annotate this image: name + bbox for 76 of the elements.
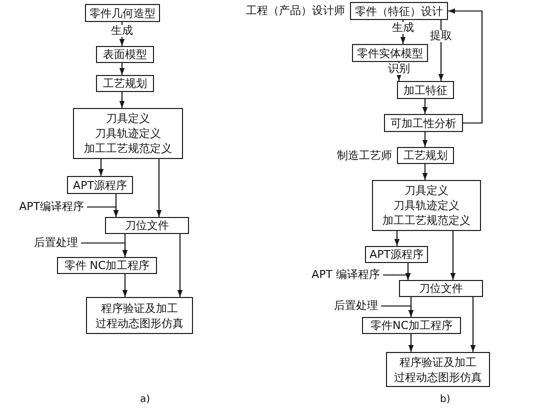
arrow	[156, 159, 162, 217]
step-text: 程序验证及加工	[101, 302, 178, 314]
step-text: 程序验证及加工	[400, 356, 476, 368]
arrow	[422, 164, 428, 180]
arrow	[119, 22, 125, 46]
process-box	[73, 108, 183, 159]
step-text: 刀具定义	[106, 112, 150, 125]
process-box	[96, 46, 154, 63]
edge-label: 生成	[110, 25, 134, 37]
step-text: 加工工艺规范定义	[382, 214, 470, 227]
process-box	[67, 176, 133, 194]
step-text: 可加工性分析	[390, 116, 456, 130]
arrow	[408, 334, 414, 352]
arrow	[122, 274, 128, 297]
process-box	[350, 2, 448, 20]
edge-label: 识别	[387, 63, 411, 75]
role-label: 工程（产品）设计师	[246, 4, 345, 18]
step-text: 刀位文件	[419, 282, 463, 295]
arrow	[119, 63, 125, 75]
step-text: 零件实体模型	[357, 46, 423, 60]
step-text: 过程动态图形仿真	[394, 370, 482, 384]
arrow	[81, 242, 128, 257]
process-box	[85, 4, 160, 22]
arrow	[383, 273, 411, 280]
arrow	[177, 234, 183, 297]
input-label: APT 编译程序	[312, 268, 380, 282]
step-text: 工艺规划	[103, 77, 147, 90]
process-box	[96, 75, 154, 92]
arrow	[396, 62, 402, 81]
input-label: 后置处理	[34, 236, 78, 250]
process-box	[57, 257, 157, 274]
arrow	[448, 8, 483, 124]
process-box	[397, 147, 454, 164]
arrow	[98, 159, 104, 176]
process-box	[86, 297, 193, 334]
step-text: 刀位文件	[125, 219, 169, 232]
step-text: 刀具轨迹定义	[394, 199, 460, 212]
edge-label: 生成	[391, 22, 415, 34]
subfigure-label: b)	[440, 394, 450, 406]
arrow	[381, 305, 414, 317]
process-box	[397, 81, 454, 99]
input-label: APT编译程序	[19, 200, 84, 214]
step-text: 加工工艺规范定义	[84, 142, 172, 155]
process-box	[365, 246, 428, 263]
arrow	[119, 92, 125, 108]
arrow	[87, 206, 119, 217]
arrow	[438, 20, 444, 81]
arrow	[422, 132, 428, 147]
arrow	[394, 231, 400, 246]
step-text: 刀具定义	[404, 184, 448, 197]
step-text: 零件几何造型	[90, 6, 156, 20]
step-text: 加工特征	[404, 84, 448, 96]
step-text: 零件（特征）设计	[355, 4, 443, 18]
arrow	[450, 231, 456, 280]
step-text: 刀具轨迹定义	[95, 127, 161, 140]
step-text: APT源程序	[370, 248, 424, 261]
process-box	[399, 280, 483, 297]
subfigure-label: a)	[140, 394, 150, 406]
process-box	[352, 44, 428, 62]
step-text: 零件 NC加工程序	[64, 259, 150, 272]
process-box	[372, 180, 481, 231]
step-text: 过程动态图形仿真	[96, 316, 184, 330]
process-box	[386, 352, 490, 387]
arrow	[400, 20, 406, 44]
edge-label: 提取	[429, 30, 453, 42]
step-text: 表面模型	[103, 48, 147, 61]
step-text: 工艺规划	[404, 149, 448, 162]
step-text: APT源程序	[73, 178, 127, 192]
process-box	[105, 217, 189, 234]
arrow	[470, 297, 476, 352]
step-text: 零件NC加工程序	[370, 319, 452, 332]
process-box	[384, 114, 463, 132]
arrow	[422, 99, 428, 114]
role-label: 制造工艺师	[337, 148, 392, 162]
process-box	[362, 317, 461, 334]
input-label: 后置处理	[334, 299, 378, 313]
